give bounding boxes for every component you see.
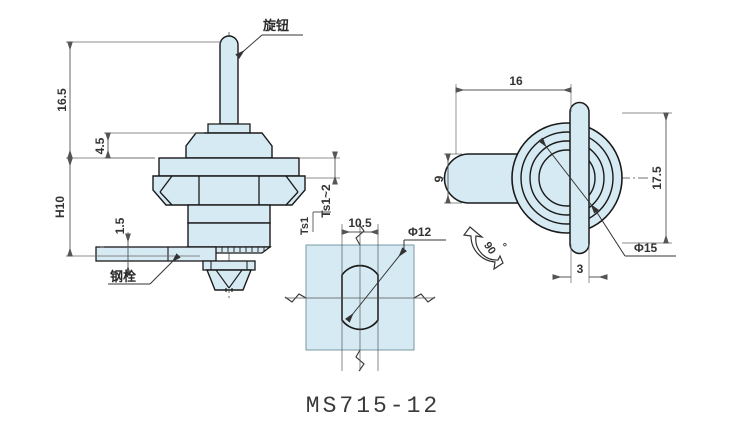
knob-outer-circle xyxy=(511,122,623,234)
dimension-label-dia15: Φ15 xyxy=(634,241,658,255)
dimension-label-17_5: 17.5 xyxy=(650,166,664,190)
dimension-Ts1-2: Ts1~2 xyxy=(319,151,338,218)
rotation-degree-symbol: ° xyxy=(496,241,508,251)
tail-cone xyxy=(205,269,253,291)
callout-label-knob: 旋钮 xyxy=(262,18,289,34)
dimension-label-9: 9 xyxy=(432,175,446,182)
rotation-arrow-90deg: 90 ° xyxy=(462,226,509,271)
mounting-panel-plate xyxy=(95,246,217,262)
dimension-label-H10: H10 xyxy=(53,196,67,218)
dimension-4_5: 4.5 xyxy=(93,132,111,159)
dimension-label-16_5: 16.5 xyxy=(55,88,69,112)
callout-knob: 旋钮 xyxy=(235,18,303,59)
dimension-10_5: 10.5 xyxy=(341,216,379,235)
page-title: MS715-12 xyxy=(306,393,440,419)
dimension-label-10_5: 10.5 xyxy=(348,216,372,230)
knob-stem xyxy=(219,35,239,125)
knob-body xyxy=(185,132,273,159)
hex-nut xyxy=(152,175,306,206)
dimension-16: 16 xyxy=(455,74,572,93)
callout-steel-bolt: 钢栓 xyxy=(108,253,181,285)
rotation-arrow-shape xyxy=(462,226,504,271)
callout-label-steel-bolt: 钢栓 xyxy=(110,269,136,285)
knob-grip-bar xyxy=(569,101,590,255)
dimension-H10: H10 xyxy=(53,157,73,257)
dimension-9: 9 xyxy=(432,153,451,204)
dimension-label-dia12: Φ12 xyxy=(408,225,432,239)
threaded-barrel-upper xyxy=(187,204,271,224)
dimension-16_5: 16.5 xyxy=(55,41,73,159)
flange-washer xyxy=(158,157,300,177)
dimension-label-4_5: 4.5 xyxy=(93,137,107,154)
dimension-dia15: Φ15 xyxy=(538,137,676,257)
dimension-label-Ts1-2: Ts1~2 xyxy=(319,184,333,218)
front-elevation-view: 16.5 4.5 H10 1.5 Ts1~2 旋钮 xyxy=(53,18,340,298)
dimension-Ts1: Ts1 xyxy=(299,211,331,235)
knob-circle-2 xyxy=(520,131,614,225)
dimension-dia12: Φ12 xyxy=(345,225,446,323)
threaded-barrel-lower xyxy=(187,222,271,248)
dimension-label-Ts1: Ts1 xyxy=(299,217,311,235)
dimension-label-1_5: 1.5 xyxy=(113,217,127,234)
dimension-3: 3 xyxy=(552,262,608,280)
dimension-label-16: 16 xyxy=(509,74,523,88)
dimension-1_5: 1.5 xyxy=(113,217,131,275)
side-elevation-view: 16 9 17.5 3 Φ15 90 ° xyxy=(432,74,676,283)
knob-collar xyxy=(207,123,251,134)
rotation-label-90: 90 xyxy=(481,240,498,257)
dimension-17_5: 17.5 xyxy=(650,112,669,244)
dimension-label-3: 3 xyxy=(577,262,584,276)
panel-cutout-detail-view: 10.5 Ts1 Φ12 xyxy=(284,211,446,372)
